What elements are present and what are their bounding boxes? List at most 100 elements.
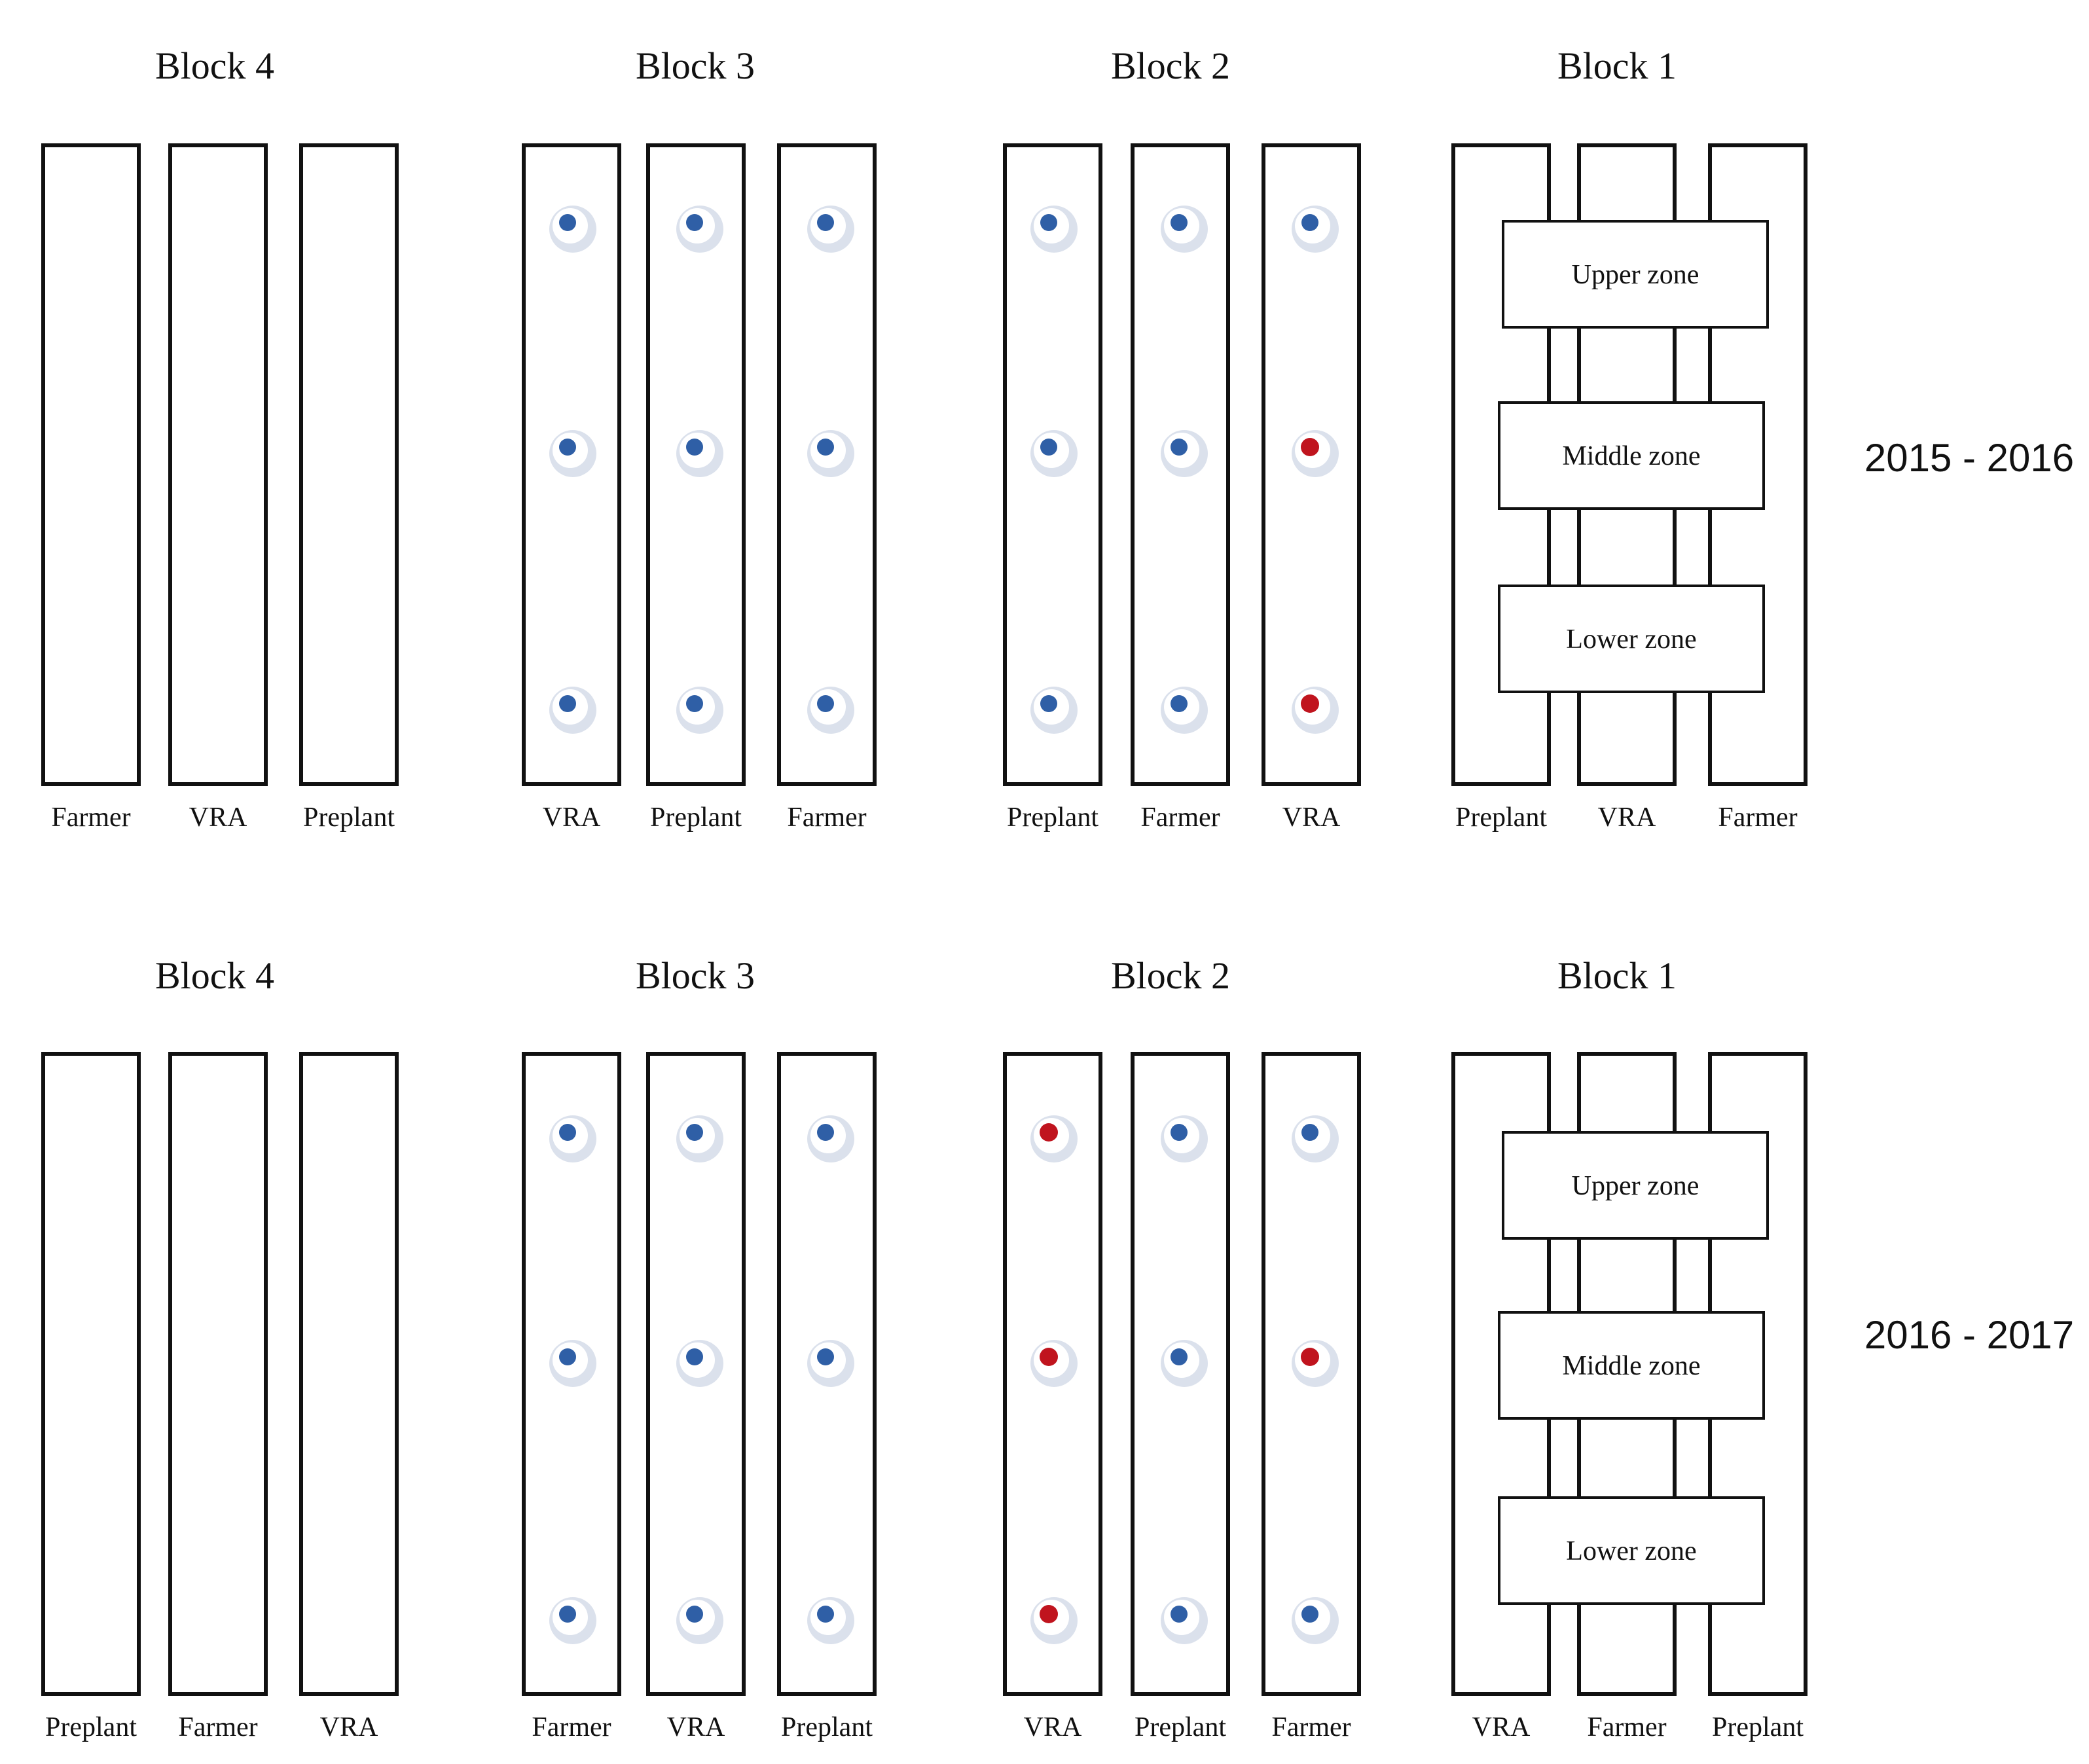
block-title: Block 3 xyxy=(636,45,755,87)
zone-box xyxy=(1502,220,1769,329)
treatment-strip xyxy=(1262,1052,1361,1696)
strip-label: VRA xyxy=(1282,802,1341,833)
sensor-marker xyxy=(1030,206,1078,253)
sensor-marker xyxy=(1030,430,1078,477)
strip-label: Farmer xyxy=(532,1712,611,1742)
strip-label: Farmer xyxy=(1271,1712,1351,1742)
sensor-dot-blue xyxy=(686,695,703,712)
sensor-marker xyxy=(549,206,596,253)
strip-label: Preplant xyxy=(1455,802,1547,833)
strip-label: Farmer xyxy=(1718,802,1797,833)
sensor-dot-red xyxy=(1301,438,1319,456)
strip-label: VRA xyxy=(1472,1712,1531,1742)
strip-label: Preplant xyxy=(781,1712,873,1742)
sensor-marker xyxy=(1030,687,1078,734)
sensor-marker xyxy=(1161,1115,1208,1162)
zone-box xyxy=(1498,585,1765,693)
sensor-marker xyxy=(549,1597,596,1644)
block-title: Block 2 xyxy=(1111,45,1230,87)
block-title: Block 2 xyxy=(1111,954,1230,997)
strip-label: Preplant xyxy=(303,802,395,833)
sensor-dot-blue xyxy=(1171,439,1188,456)
zone-box xyxy=(1498,1311,1765,1420)
sensor-dot-blue xyxy=(1040,695,1057,712)
sensor-dot-red xyxy=(1040,1123,1058,1142)
treatment-strip xyxy=(646,1052,746,1696)
treatment-strip xyxy=(777,1052,877,1696)
treatment-strip xyxy=(1262,143,1361,786)
zone-box xyxy=(1498,1496,1765,1605)
strip-label: Preplant xyxy=(1712,1712,1804,1742)
sensor-marker xyxy=(676,1340,723,1387)
zone-label: Middle zone xyxy=(1562,441,1700,471)
treatment-strip xyxy=(1131,143,1230,786)
strip-label: Farmer xyxy=(51,802,130,833)
sensor-marker xyxy=(549,1115,596,1162)
zone-label: Lower zone xyxy=(1566,624,1696,655)
sensor-dot-blue xyxy=(817,695,834,712)
sensor-dot-blue xyxy=(686,439,703,456)
zone-box xyxy=(1498,401,1765,510)
treatment-strip xyxy=(299,143,399,786)
sensor-dot-blue xyxy=(1171,1606,1188,1623)
sensor-marker xyxy=(1292,1115,1339,1162)
treatment-strip xyxy=(522,143,621,786)
sensor-dot-blue xyxy=(1040,439,1057,456)
strip-label: VRA xyxy=(189,802,247,833)
sensor-dot-blue xyxy=(1301,1124,1318,1141)
strip-label: VRA xyxy=(543,802,601,833)
sensor-dot-blue xyxy=(559,1606,576,1623)
sensor-dot-blue xyxy=(1171,1348,1188,1365)
sensor-marker xyxy=(549,430,596,477)
sensor-dot-red xyxy=(1040,1348,1058,1366)
sensor-marker xyxy=(807,430,854,477)
sensor-dot-blue xyxy=(1301,1606,1318,1623)
block-title: Block 4 xyxy=(155,954,274,997)
sensor-marker xyxy=(807,1115,854,1162)
sensor-dot-blue xyxy=(817,439,834,456)
sensor-marker xyxy=(1292,687,1339,734)
sensor-marker xyxy=(807,1597,854,1644)
sensor-dot-blue xyxy=(1171,695,1188,712)
treatment-strip xyxy=(522,1052,621,1696)
block-title: Block 1 xyxy=(1557,954,1677,997)
season-year-label: 2015 - 2016 xyxy=(1864,436,2074,480)
treatment-strip xyxy=(168,1052,268,1696)
sensor-dot-blue xyxy=(686,1606,703,1623)
treatment-strip xyxy=(1003,143,1102,786)
sensor-dot-blue xyxy=(559,1348,576,1365)
sensor-dot-blue xyxy=(817,214,834,231)
zone-label: Upper zone xyxy=(1572,260,1699,290)
zone-box xyxy=(1502,1131,1769,1240)
treatment-strip xyxy=(41,1052,141,1696)
sensor-dot-blue xyxy=(1040,214,1057,231)
sensor-marker xyxy=(807,687,854,734)
sensor-marker xyxy=(1292,1597,1339,1644)
strip-label: VRA xyxy=(667,1712,725,1742)
zone-label: Middle zone xyxy=(1562,1351,1700,1381)
sensor-dot-blue xyxy=(686,1348,703,1365)
zone-label: Lower zone xyxy=(1566,1536,1696,1566)
treatment-strip xyxy=(41,143,141,786)
sensor-marker xyxy=(1161,1597,1208,1644)
sensor-dot-blue xyxy=(559,439,576,456)
strip-label: Preplant xyxy=(1007,802,1099,833)
strip-label: Preplant xyxy=(1135,1712,1226,1742)
strip-label: Farmer xyxy=(787,802,866,833)
strip-label: Preplant xyxy=(45,1712,137,1742)
sensor-marker xyxy=(807,1340,854,1387)
sensor-dot-red xyxy=(1040,1605,1058,1623)
sensor-marker xyxy=(1292,430,1339,477)
sensor-dot-blue xyxy=(559,214,576,231)
sensor-dot-blue xyxy=(559,695,576,712)
strip-label: Farmer xyxy=(1587,1712,1666,1742)
